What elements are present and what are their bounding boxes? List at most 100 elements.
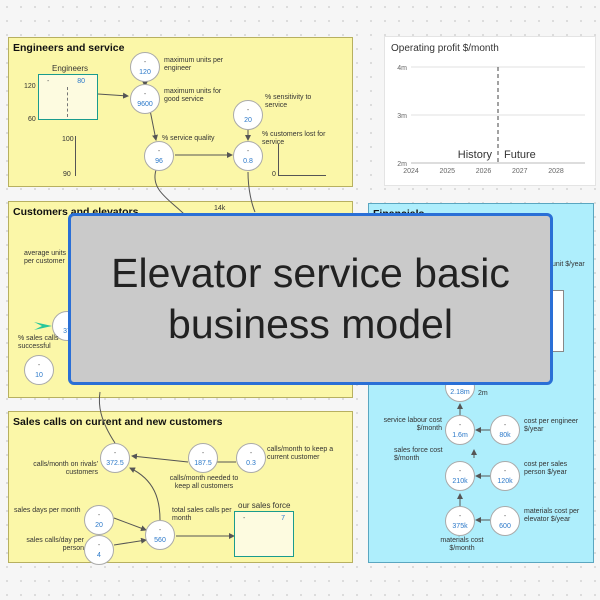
sales-days-node[interactable]: - 20 bbox=[84, 505, 114, 535]
mini-axis-bottom: 90 bbox=[63, 171, 71, 178]
calls-needed-node[interactable]: - 187.5 bbox=[188, 443, 218, 473]
rivals-calls-label: calls/month on rivals' customers bbox=[33, 461, 98, 477]
calls-per-day-node[interactable]: - 4 bbox=[84, 535, 114, 565]
node-value: 372.5 bbox=[106, 460, 124, 467]
mini-axis-top: 100 bbox=[62, 136, 74, 143]
node-value: 37 bbox=[63, 328, 71, 335]
engineers-graph[interactable]: - 80 bbox=[38, 74, 98, 120]
node-value: 96 bbox=[155, 158, 163, 165]
max-units-good-node[interactable]: - 9600 bbox=[130, 84, 160, 114]
node-value: 10 bbox=[35, 372, 43, 379]
calls-per-day-label: sales calls/day per person bbox=[26, 537, 84, 553]
node-value: 560 bbox=[154, 537, 166, 544]
engineers-axis-top: 120 bbox=[24, 83, 36, 90]
node-value: 2.18m bbox=[450, 389, 470, 396]
node-value: 120k bbox=[497, 478, 513, 485]
engineers-graph-label: Engineers bbox=[52, 64, 89, 73]
chart-annotation-history: History bbox=[458, 149, 493, 161]
service-labour-label: service labour cost $/month bbox=[383, 417, 442, 433]
node-dash: - bbox=[158, 527, 162, 534]
node-dash: - bbox=[458, 468, 462, 475]
service-labour-node[interactable]: - 1.6m bbox=[445, 415, 475, 445]
axis-14k: 14k bbox=[214, 205, 226, 212]
overlay-title: Elevator service basic business model bbox=[111, 249, 510, 347]
sales-force-cost-node[interactable]: - 210k bbox=[445, 461, 475, 491]
node-dash: - bbox=[503, 468, 507, 475]
node-dash: - bbox=[458, 513, 462, 520]
calls-keep-node[interactable]: - 0.3 bbox=[236, 443, 266, 473]
unit-year-label: unit $/year bbox=[552, 261, 585, 268]
node-dash: - bbox=[143, 59, 147, 66]
sales-days-label: sales days per month bbox=[14, 507, 81, 514]
graph-value: 80 bbox=[77, 78, 85, 85]
node-dash: - bbox=[113, 450, 117, 457]
materials-cost-node[interactable]: - 375k bbox=[445, 506, 475, 536]
sales-force-cost-label: sales force cost $/month bbox=[394, 447, 443, 463]
node-dash: - bbox=[97, 542, 101, 549]
chart-y-tick-label: 2m bbox=[397, 161, 407, 168]
node-dash: - bbox=[458, 422, 462, 429]
chart-annotation-future: Future bbox=[504, 149, 536, 161]
node-10[interactable]: - 10 bbox=[24, 355, 54, 385]
node-value: 600 bbox=[499, 523, 511, 530]
chart-x-tick-label: 2027 bbox=[512, 168, 528, 175]
materials-per-elevator-node[interactable]: - 600 bbox=[490, 506, 520, 536]
node-dash: - bbox=[246, 148, 250, 155]
node-value: 0.8 bbox=[243, 158, 253, 165]
graph-dash: - bbox=[47, 78, 50, 85]
node-dash: - bbox=[201, 450, 205, 457]
node-value: 375k bbox=[452, 523, 468, 530]
mini-graph-axis bbox=[75, 136, 76, 176]
node-value: 1.6m bbox=[452, 432, 468, 439]
graph-dash: - bbox=[243, 515, 246, 522]
node-dash: - bbox=[37, 362, 41, 369]
node-value: 9600 bbox=[137, 101, 153, 108]
axis-2m: 2m bbox=[478, 390, 488, 397]
sensitivity-node[interactable]: - 20 bbox=[233, 100, 263, 130]
rivals-calls-node[interactable]: - 372.5 bbox=[100, 443, 130, 473]
node-value: 20 bbox=[244, 117, 252, 124]
sensitivity-label: % sensitivity to service bbox=[265, 94, 312, 110]
customers-lost-node[interactable]: - 0.8 bbox=[233, 141, 263, 171]
node-dash: - bbox=[249, 450, 253, 457]
calls-keep-label: calls/month to keep a current customer bbox=[267, 446, 334, 462]
total-calls-label: total sales calls per month bbox=[172, 507, 232, 523]
max-units-good-label: maximum units for good service bbox=[164, 88, 222, 104]
avg-units-label: average units per customer bbox=[24, 250, 67, 266]
node-value: 80k bbox=[499, 432, 511, 439]
node-dash: - bbox=[503, 422, 507, 429]
max-units-node[interactable]: - 120 bbox=[130, 52, 160, 82]
sales-calls-panel: Sales calls on current and new customers bbox=[8, 411, 353, 563]
total-calls-node[interactable]: - 560 bbox=[145, 520, 175, 550]
cost-salesperson-label: cost per sales person $/year bbox=[524, 461, 568, 477]
sales-force-graph[interactable]: - 7 bbox=[234, 511, 294, 557]
chart-x-tick-label: 2026 bbox=[476, 168, 492, 175]
node-dash: - bbox=[157, 148, 161, 155]
node-dash: - bbox=[246, 107, 250, 114]
node-dash: - bbox=[503, 513, 507, 520]
node-value: 20 bbox=[95, 522, 103, 529]
materials-per-elevator-label: materials cost per elevator $/year bbox=[524, 508, 580, 524]
chart-x-tick-label: 2025 bbox=[439, 168, 455, 175]
node-dash: - bbox=[97, 512, 101, 519]
chart-x-tick-label: 2024 bbox=[403, 168, 419, 175]
graph-marker-line bbox=[67, 87, 68, 117]
node-value: 0.3 bbox=[246, 460, 256, 467]
node-dash: - bbox=[143, 91, 147, 98]
customers-lost-label: % customers lost for service bbox=[262, 131, 326, 147]
lost-graph-axis-line bbox=[278, 144, 326, 176]
service-quality-node[interactable]: - 96 bbox=[144, 141, 174, 171]
chart-y-tick-label: 3m bbox=[397, 113, 407, 120]
lost-graph-axis-zero: 0 bbox=[272, 171, 276, 178]
cost-engineer-node[interactable]: - 80k bbox=[490, 415, 520, 445]
node-value: 210k bbox=[452, 478, 468, 485]
max-units-label: maximum units per engineer bbox=[164, 57, 224, 73]
sales-force-graph-label: our sales force bbox=[238, 501, 291, 510]
cost-salesperson-node[interactable]: - 120k bbox=[490, 461, 520, 491]
service-quality-label: % service quality bbox=[162, 135, 215, 142]
engineers-axis-bottom: 60 bbox=[28, 116, 36, 123]
sales-calls-arrow-icon bbox=[34, 322, 52, 330]
